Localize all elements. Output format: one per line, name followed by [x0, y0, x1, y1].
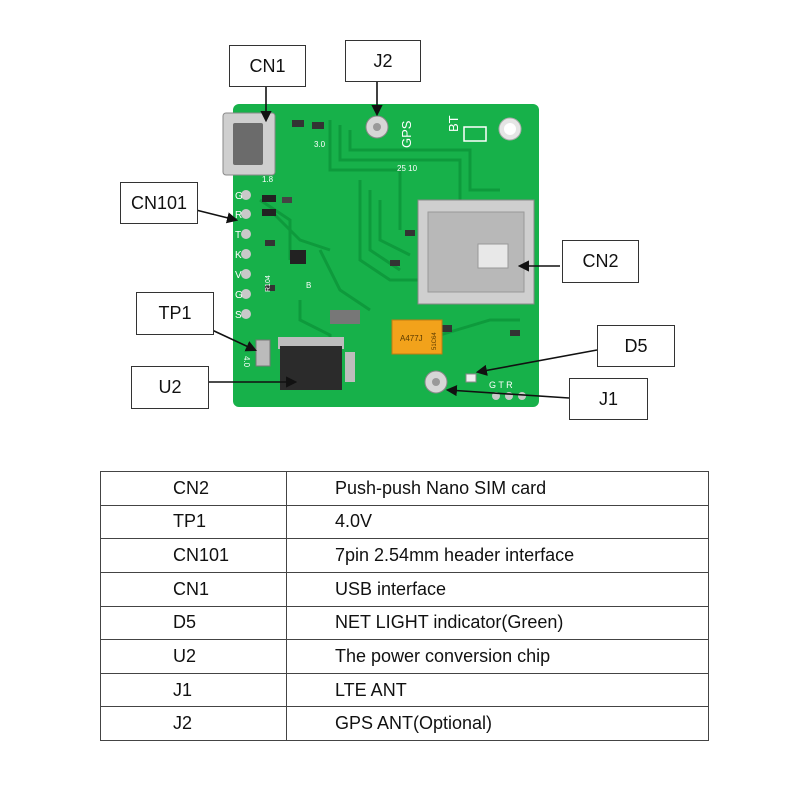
table-cell-desc: The power conversion chip	[286, 639, 709, 674]
silk-pin-label: G	[235, 290, 243, 301]
power-chip-lead	[345, 352, 355, 382]
table-row: CN101 7pin 2.54mm header interface	[100, 538, 709, 573]
smd-components	[262, 120, 520, 336]
silk-gps: GPS	[399, 120, 414, 148]
silk-1v8: 1.8	[262, 175, 274, 184]
table-cell-desc: LTE ANT	[286, 672, 709, 708]
header-pin	[241, 190, 251, 200]
silk-bt: BT	[446, 115, 461, 132]
capacitor-marking: A477J	[400, 334, 423, 343]
arrow-d5	[475, 349, 598, 376]
header-pins	[241, 190, 251, 319]
header-pin	[241, 269, 251, 279]
table-cell-ref: U2	[100, 639, 287, 674]
callout-j1: J1	[569, 378, 648, 420]
sim-contacts	[477, 243, 509, 269]
sim-card-slot	[427, 211, 525, 293]
silk-pin-label: R	[235, 210, 242, 221]
table-row: J2 GPS ANT(Optional)	[100, 706, 709, 741]
tantalum-capacitor	[391, 319, 443, 355]
table-cell-ref: TP1	[100, 504, 287, 540]
callout-u2: U2	[131, 366, 209, 409]
header-pin	[241, 309, 251, 319]
table-cell-ref: D5	[100, 605, 287, 641]
header-pin	[241, 229, 251, 239]
header-pin	[241, 289, 251, 299]
tp1-component	[255, 339, 271, 367]
callout-d5: D5	[597, 325, 675, 367]
silk-pin-label: T	[235, 230, 241, 241]
table-cell-desc: 7pin 2.54mm header interface	[286, 538, 709, 573]
silk-pin-label: G	[235, 191, 243, 202]
table-row: TP1 4.0V	[100, 504, 709, 540]
pcb-board: GPS BT 3.0 1.8 25 10 G R T K V G S 4.0 R…	[222, 104, 539, 407]
pcb-substrate	[233, 104, 539, 407]
silk-3v0: 3.0	[314, 140, 326, 149]
silk-2510: 25 10	[397, 164, 418, 173]
table-cell-ref: J1	[100, 672, 287, 708]
usb-port-opening	[233, 123, 263, 165]
silk-b: B	[306, 281, 311, 290]
bt-pad	[463, 126, 487, 142]
silk-r104: R104	[265, 275, 272, 292]
j2-connector-center	[373, 123, 381, 131]
table-cell-desc: 4.0V	[286, 504, 709, 540]
callout-cn101: CN101	[120, 182, 198, 224]
gtr-pad	[518, 392, 526, 400]
arrow-j1	[445, 385, 570, 399]
table-row: U2 The power conversion chip	[100, 639, 709, 674]
arrow-tp1	[211, 329, 258, 352]
callout-tp1: TP1	[136, 292, 214, 335]
table-cell-desc: NET LIGHT indicator(Green)	[286, 605, 709, 641]
silk-pin-label: V	[235, 270, 242, 281]
table-cell-ref: CN1	[100, 571, 287, 607]
table-row: CN1 USB interface	[100, 571, 709, 607]
pcb-traces	[259, 120, 520, 360]
capacitor-marking-2: 51C64	[432, 332, 438, 350]
table-cell-ref: CN2	[100, 471, 287, 506]
callout-cn1: CN1	[229, 45, 306, 87]
callout-arrows	[195, 80, 598, 399]
silk-4v0: 4.0	[242, 356, 251, 368]
silk-gtr: G T R	[489, 380, 513, 390]
board-diagram: GPS BT 3.0 1.8 25 10 G R T K V G S 4.0 R…	[195, 80, 598, 407]
table-row: CN2 Push-push Nano SIM card	[100, 471, 709, 506]
table-row: D5 NET LIGHT indicator(Green)	[100, 605, 709, 641]
power-chip-body	[280, 346, 342, 390]
table-cell-ref: J2	[100, 706, 287, 741]
table-cell-desc: USB interface	[286, 571, 709, 607]
table-cell-desc: Push-push Nano SIM card	[286, 471, 709, 506]
header-pin	[241, 249, 251, 259]
table-row: J1 LTE ANT	[100, 672, 709, 708]
arrow-cn101	[195, 209, 239, 224]
callout-cn2: CN2	[562, 240, 639, 283]
header-pin	[241, 209, 251, 219]
table-cell-desc: GPS ANT(Optional)	[286, 706, 709, 741]
callout-j2: J2	[345, 40, 421, 82]
table-cell-ref: CN101	[100, 538, 287, 573]
silk-pin-label: S	[235, 310, 242, 321]
d5-led	[465, 373, 477, 383]
component-table: CN2 Push-push Nano SIM card TP1 4.0V CN1…	[100, 471, 709, 741]
silk-pin-label: K	[235, 250, 242, 261]
mounting-hole-inner	[504, 123, 516, 135]
j1-connector-center	[432, 378, 440, 386]
